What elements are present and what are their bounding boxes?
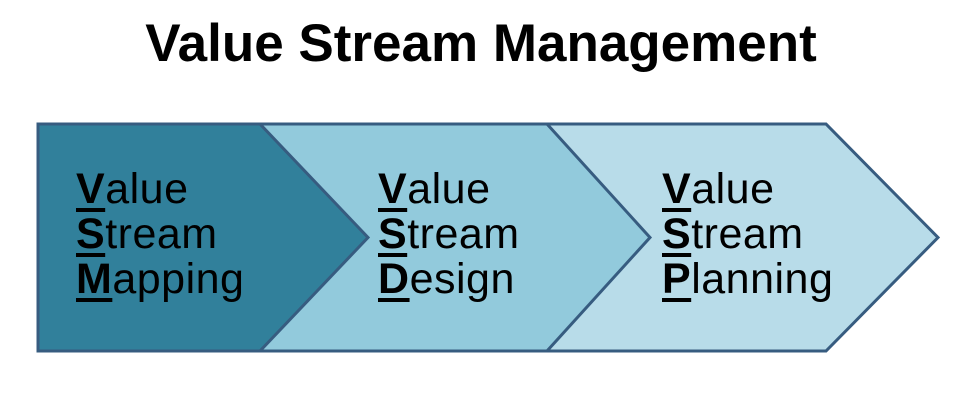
label-text: lanning xyxy=(691,255,834,303)
label-text: tream xyxy=(105,210,218,258)
label-line: Planning xyxy=(662,257,833,302)
label-line: Value xyxy=(76,167,244,212)
initial-letter: S xyxy=(662,210,692,258)
label-line: Design xyxy=(378,257,520,302)
label-line: Value xyxy=(378,167,520,212)
arrow-label-value-stream-mapping: Value Stream Mapping xyxy=(76,167,244,302)
label-line: Mapping xyxy=(76,257,244,302)
label-text: esign xyxy=(409,255,515,303)
initial-letter: S xyxy=(378,210,408,258)
initial-letter: P xyxy=(662,255,692,303)
label-text: tream xyxy=(691,210,804,258)
page-title: Value Stream Management xyxy=(145,14,817,73)
initial-letter: V xyxy=(378,165,408,213)
label-line: Value xyxy=(662,167,833,212)
arrow-label-value-stream-planning: Value Stream Planning xyxy=(662,167,833,302)
label-line: Stream xyxy=(76,212,244,257)
arrow-label-value-stream-design: Value Stream Design xyxy=(378,167,520,302)
label-text: tream xyxy=(407,210,520,258)
initial-letter: D xyxy=(378,255,410,303)
label-text: alue xyxy=(105,165,189,213)
label-text: alue xyxy=(407,165,491,213)
initial-letter: M xyxy=(76,255,113,303)
arrow-shape-mapping xyxy=(36,122,371,353)
label-line: Stream xyxy=(378,212,520,257)
initial-letter: V xyxy=(662,165,692,213)
label-line: Stream xyxy=(662,212,833,257)
label-text: apping xyxy=(112,255,245,303)
initial-letter: S xyxy=(76,210,106,258)
initial-letter: V xyxy=(76,165,106,213)
label-text: alue xyxy=(691,165,775,213)
